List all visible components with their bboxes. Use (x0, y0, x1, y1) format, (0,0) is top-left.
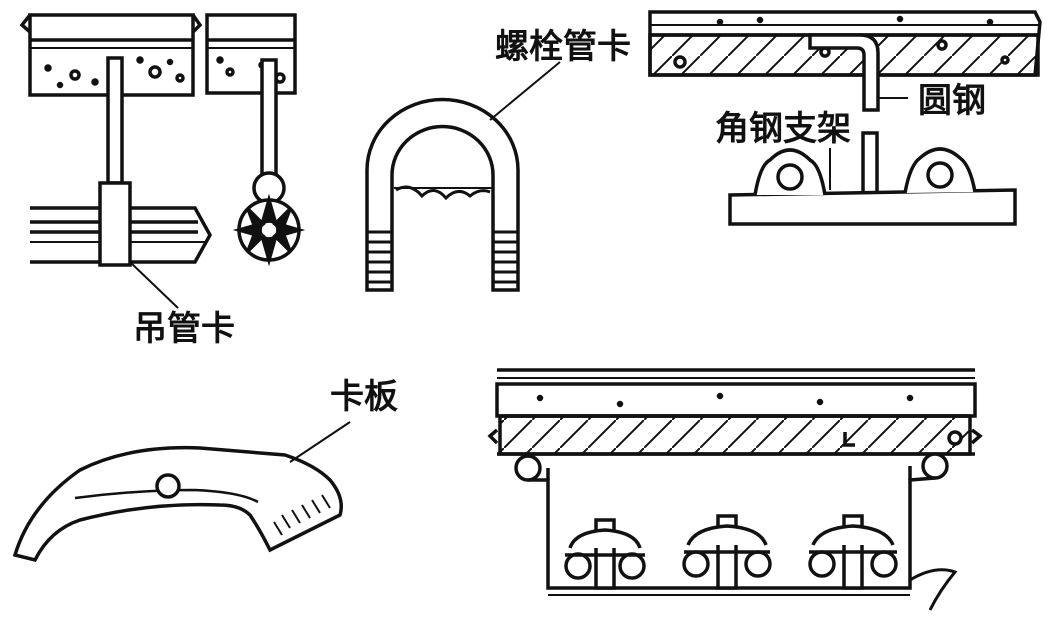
ceiling-slab-right (205, 13, 297, 95)
hanger-rod-left (106, 56, 124, 185)
clamped-pipe (395, 185, 491, 201)
round-steel-rod (808, 33, 880, 112)
clip-plate-body (12, 445, 343, 563)
label-round-steel: 圆钢 (918, 81, 986, 121)
angle-bracket-figure (648, 10, 1042, 226)
anchor-left (514, 454, 542, 482)
label-clip-plate: 卡板 (330, 377, 398, 417)
bolt-clamp-figure (365, 61, 561, 292)
tray-support-figure (487, 368, 983, 611)
anchor-right (921, 452, 949, 480)
label-hanger-clamp: 吊管卡 (133, 309, 235, 349)
clip-plate-teeth (273, 494, 331, 536)
clip-plate-leader (289, 421, 351, 463)
pipe-saddle-right (903, 147, 977, 194)
ceiling-slab-bottom-right (487, 368, 983, 456)
clip-plate-hole (155, 473, 181, 499)
pipe-saddle-left (753, 148, 827, 196)
pipe-clamp-1 (564, 518, 646, 590)
bolt-clamp-leader (489, 61, 561, 121)
pipe-clamp-3 (808, 514, 898, 590)
hanger-rod-right (260, 58, 278, 182)
hanger-clamp-figure (19, 13, 306, 309)
pipe-end-view (232, 193, 306, 267)
pipe-clamp-2 (682, 514, 772, 590)
clip-plate-figure (12, 421, 351, 563)
angle-bracket-base (728, 188, 1017, 226)
exit-cable (909, 568, 958, 611)
hanger-clamp-leader (129, 261, 179, 309)
hanger-clamp-block (98, 181, 132, 267)
bolt-threads (367, 230, 518, 284)
support-rod (861, 131, 879, 200)
label-angle-bracket: 角钢支架 (715, 109, 851, 149)
label-bolt-clamp: 螺栓管卡 (495, 27, 631, 67)
